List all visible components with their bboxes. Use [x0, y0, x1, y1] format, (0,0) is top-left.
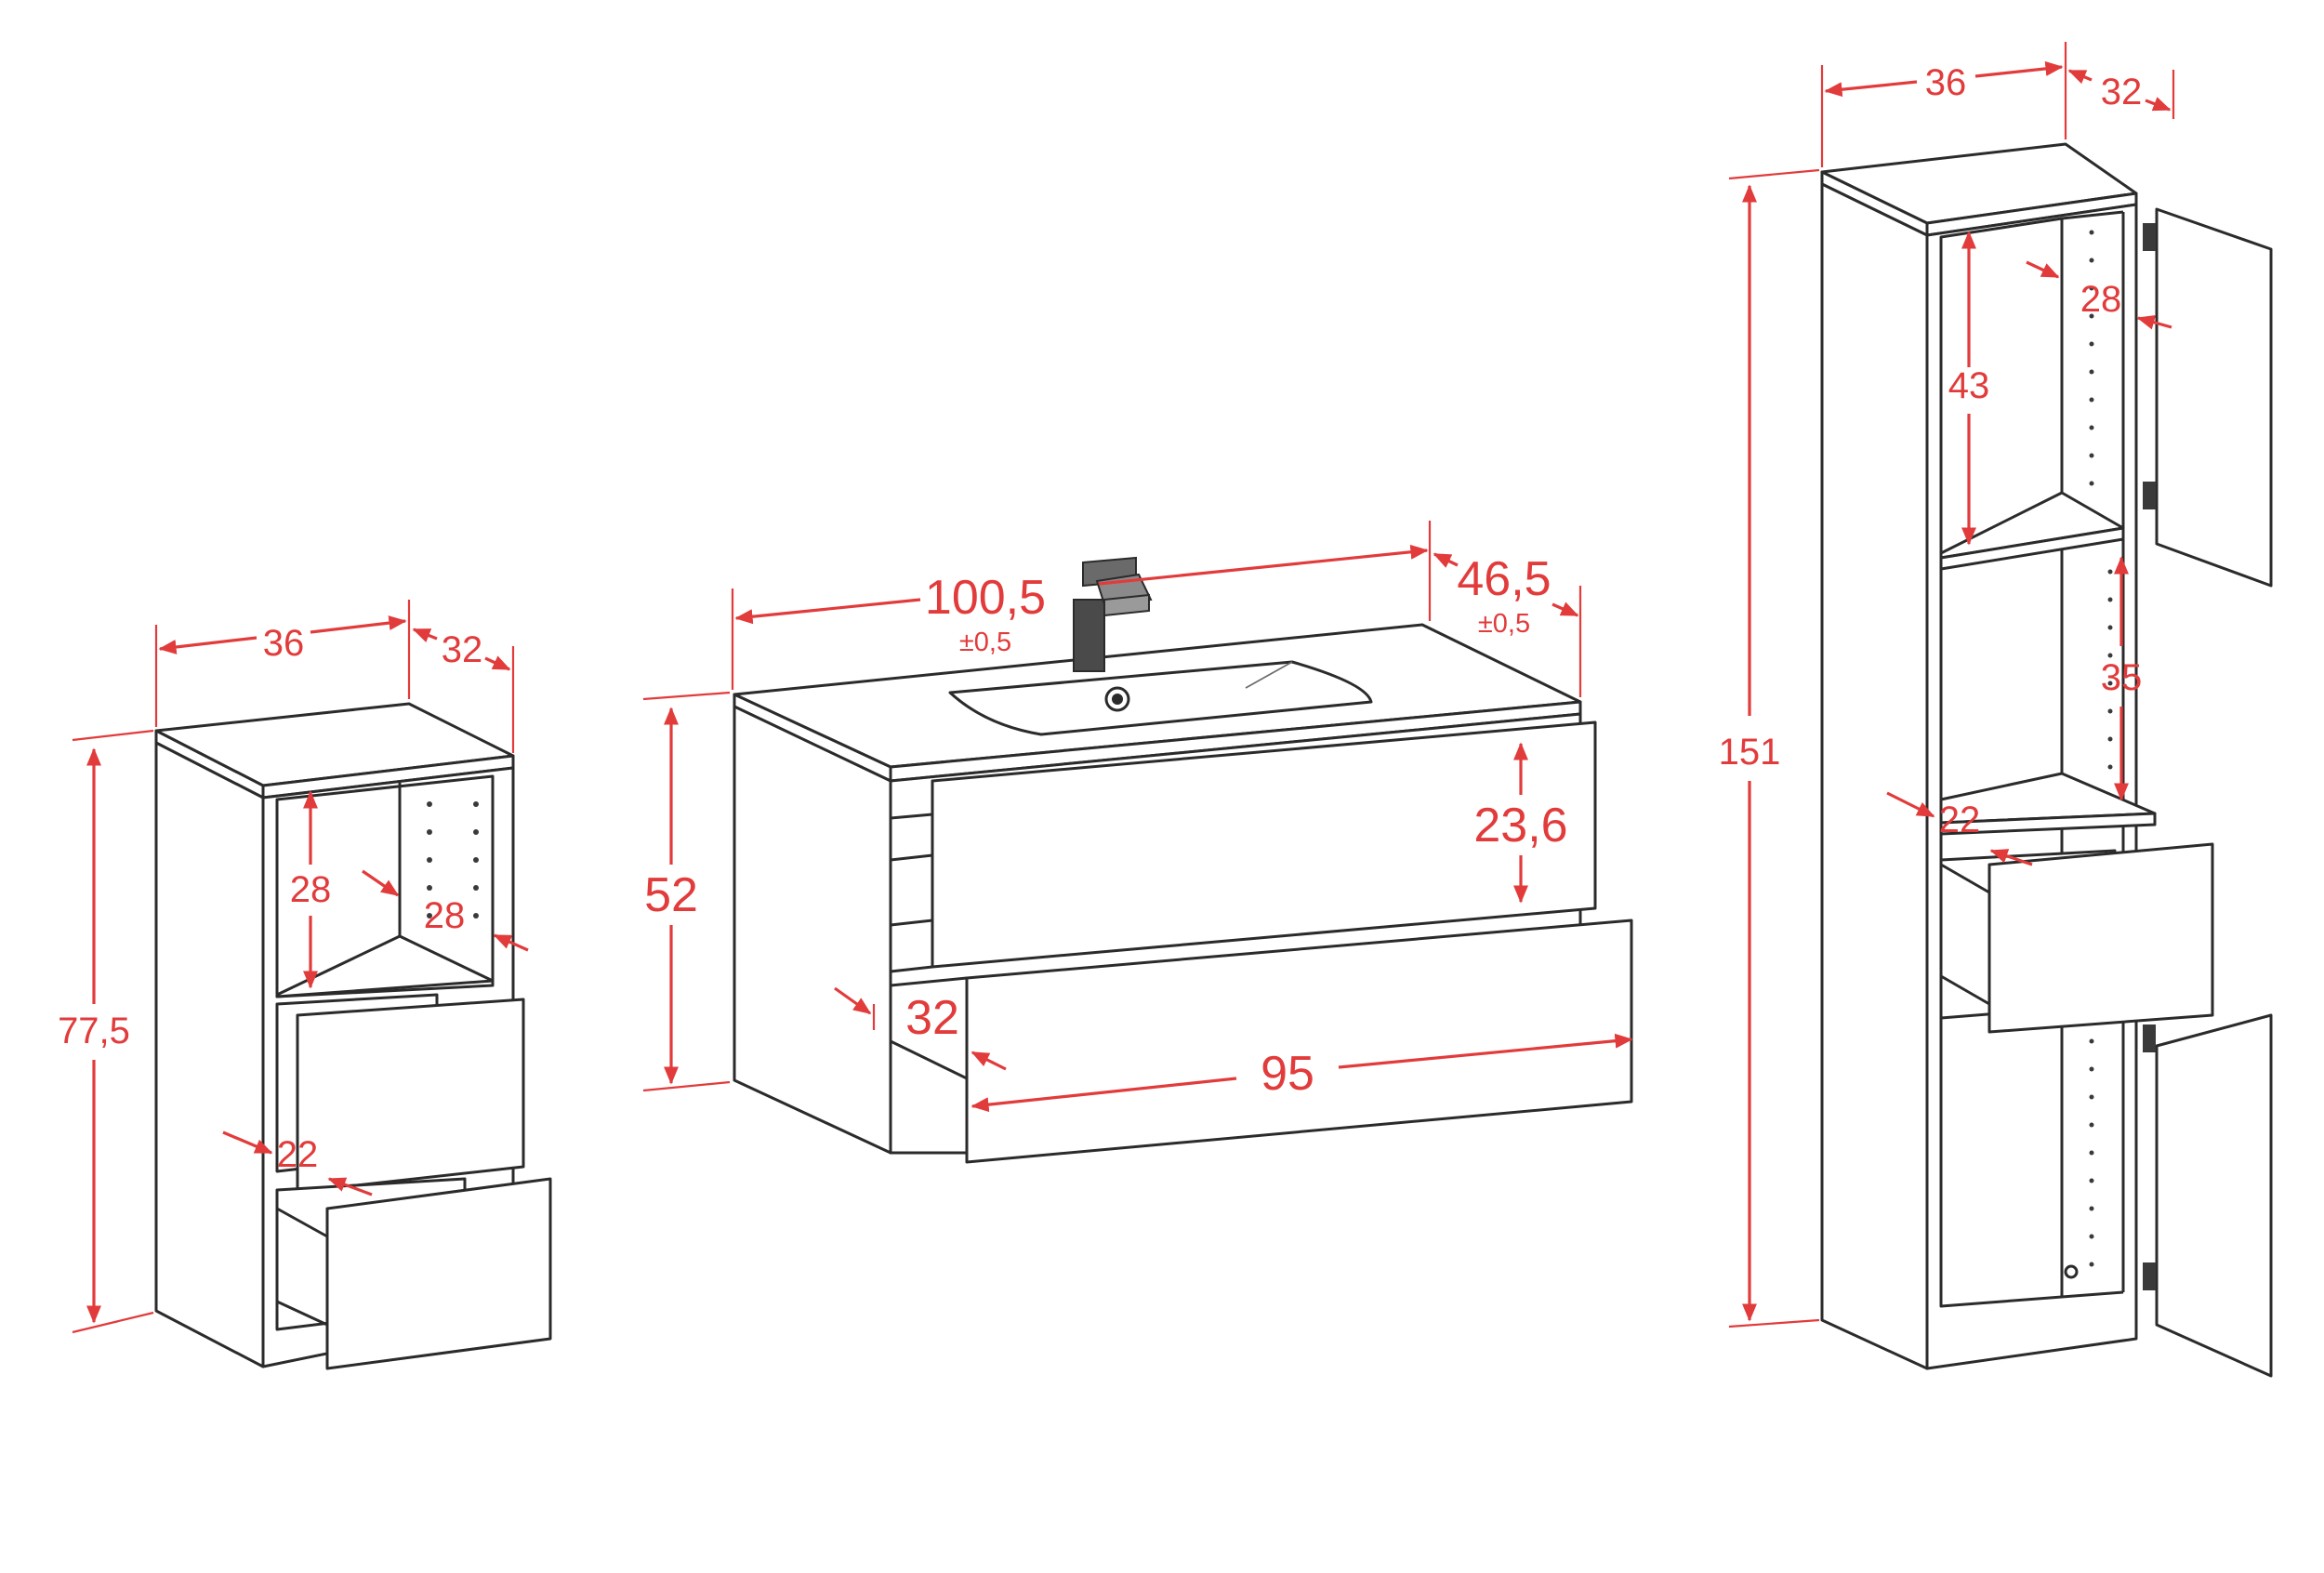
vanity-dimensions: 100,5 ±0,5 46,5 ±0,5 52 23,6 32 95	[642, 521, 1633, 1113]
tall-top-compartment-depth-label: 28	[2080, 279, 2122, 320]
tall-cabinet-dimensions: 36 32 151 43 28 35 22	[1719, 42, 2175, 1328]
vanity-unit	[733, 556, 1633, 1164]
vanity-height-label: 52	[644, 868, 698, 922]
tall-height-label: 151	[1719, 732, 1781, 773]
vanity-drawer-depth-label: 32	[905, 991, 959, 1045]
small-shelf-depth-label: 28	[424, 895, 466, 936]
tall-depth-label: 32	[2101, 72, 2143, 112]
vanity-width-tolerance: ±0,5	[959, 628, 1011, 657]
small-cabinet	[154, 702, 552, 1370]
vanity-drawer-height-label: 23,6	[1473, 799, 1567, 853]
vanity-drawer-width-label: 95	[1261, 1047, 1314, 1101]
tall-cabinet	[1820, 142, 2273, 1378]
vanity-width-label: 100,5	[925, 571, 1046, 625]
small-drawer-depth-label: 22	[277, 1134, 319, 1175]
hinge-icon-lower	[2143, 1024, 2156, 1290]
small-cabinet-dimensions: 36 32 77,5 28 28 22	[58, 600, 529, 1334]
small-depth-label: 32	[442, 629, 483, 670]
small-width-label: 36	[263, 623, 305, 664]
small-shelf-height-label: 28	[290, 869, 332, 910]
tall-top-compartment-height-label: 43	[1948, 365, 1990, 406]
vanity-depth-tolerance: ±0,5	[1478, 609, 1530, 639]
small-height-label: 77,5	[58, 1011, 130, 1051]
vanity-depth-label: 46,5	[1457, 552, 1551, 606]
tall-drawer-depth-label: 22	[1939, 800, 1981, 840]
hinge-icon	[2143, 223, 2156, 509]
tall-middle-compartment-height-label: 35	[2101, 657, 2143, 698]
tall-width-label: 36	[1925, 62, 1967, 103]
